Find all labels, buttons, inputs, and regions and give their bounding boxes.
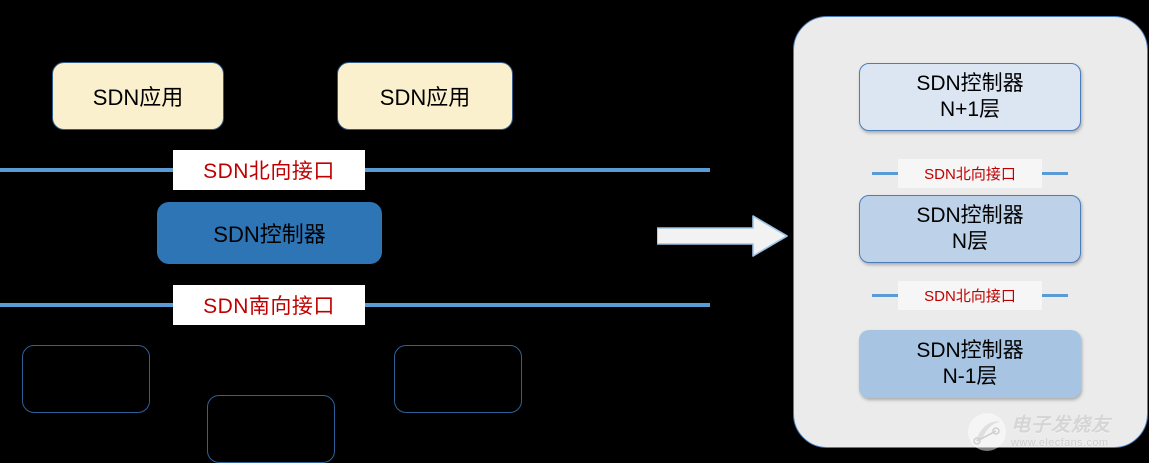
- panel-interface-divider-2: SDN北向接口: [836, 280, 1104, 310]
- controller-layer-subtitle-n-plus-1: N+1层: [939, 98, 1001, 121]
- controller-layer-title-n: SDN控制器: [916, 204, 1024, 228]
- panel-interface-line-right-2: [1033, 293, 1068, 297]
- panel-interface-label-2: SDN北向接口: [898, 280, 1042, 310]
- panel-interface-line-right-1: [1033, 171, 1068, 175]
- right-arrow-icon: [656, 215, 788, 257]
- controller-layer-subtitle-n: N层: [951, 230, 989, 253]
- controller-layer-title-n-minus-1: SDN控制器: [916, 339, 1024, 363]
- network-device-box-3: [394, 345, 522, 413]
- sdn-controller-box: SDN控制器: [157, 202, 382, 264]
- watermark-url: www.elecfans.com: [1011, 436, 1109, 449]
- controller-layer-box-n: SDN控制器 N层: [859, 195, 1081, 263]
- controller-layer-box-n-plus-1: SDN控制器 N+1层: [859, 63, 1081, 131]
- watermark: 电子发烧友 www.elecfans.com: [966, 409, 1142, 455]
- northbound-interface-label-box: SDN北向接口: [173, 150, 365, 190]
- sdn-application-box-1: SDN应用: [52, 62, 224, 130]
- elecfans-logo-icon: [968, 413, 1006, 451]
- sdn-application-box-2: SDN应用: [337, 62, 513, 130]
- network-device-box-1: [22, 345, 150, 413]
- southbound-interface-label: SDN南向接口: [203, 295, 335, 318]
- sdn-application-label-1: SDN应用: [92, 85, 184, 110]
- watermark-name: 电子发烧友: [1011, 413, 1112, 436]
- panel-interface-divider-1: SDN北向接口: [836, 158, 1104, 188]
- sdn-controller-label: SDN控制器: [213, 222, 326, 247]
- panel-interface-label-1: SDN北向接口: [898, 158, 1042, 188]
- transform-arrow: [656, 212, 789, 260]
- controller-layer-title-n-plus-1: SDN控制器: [916, 72, 1024, 96]
- controller-layer-box-n-minus-1: SDN控制器 N-1层: [859, 330, 1081, 398]
- network-device-box-2: [207, 395, 335, 463]
- southbound-interface-label-box: SDN南向接口: [173, 285, 365, 325]
- panel-interface-line-left-2: [872, 293, 907, 297]
- panel-interface-line-left-1: [872, 171, 907, 175]
- sdn-application-label-2: SDN应用: [379, 85, 471, 110]
- controller-layer-subtitle-n-minus-1: N-1层: [942, 365, 998, 388]
- northbound-interface-label: SDN北向接口: [203, 160, 335, 183]
- layered-controller-panel: SDN控制器 N+1层 SDN北向接口 SDN控制器 N层 SDN北向接口 SD…: [793, 16, 1148, 451]
